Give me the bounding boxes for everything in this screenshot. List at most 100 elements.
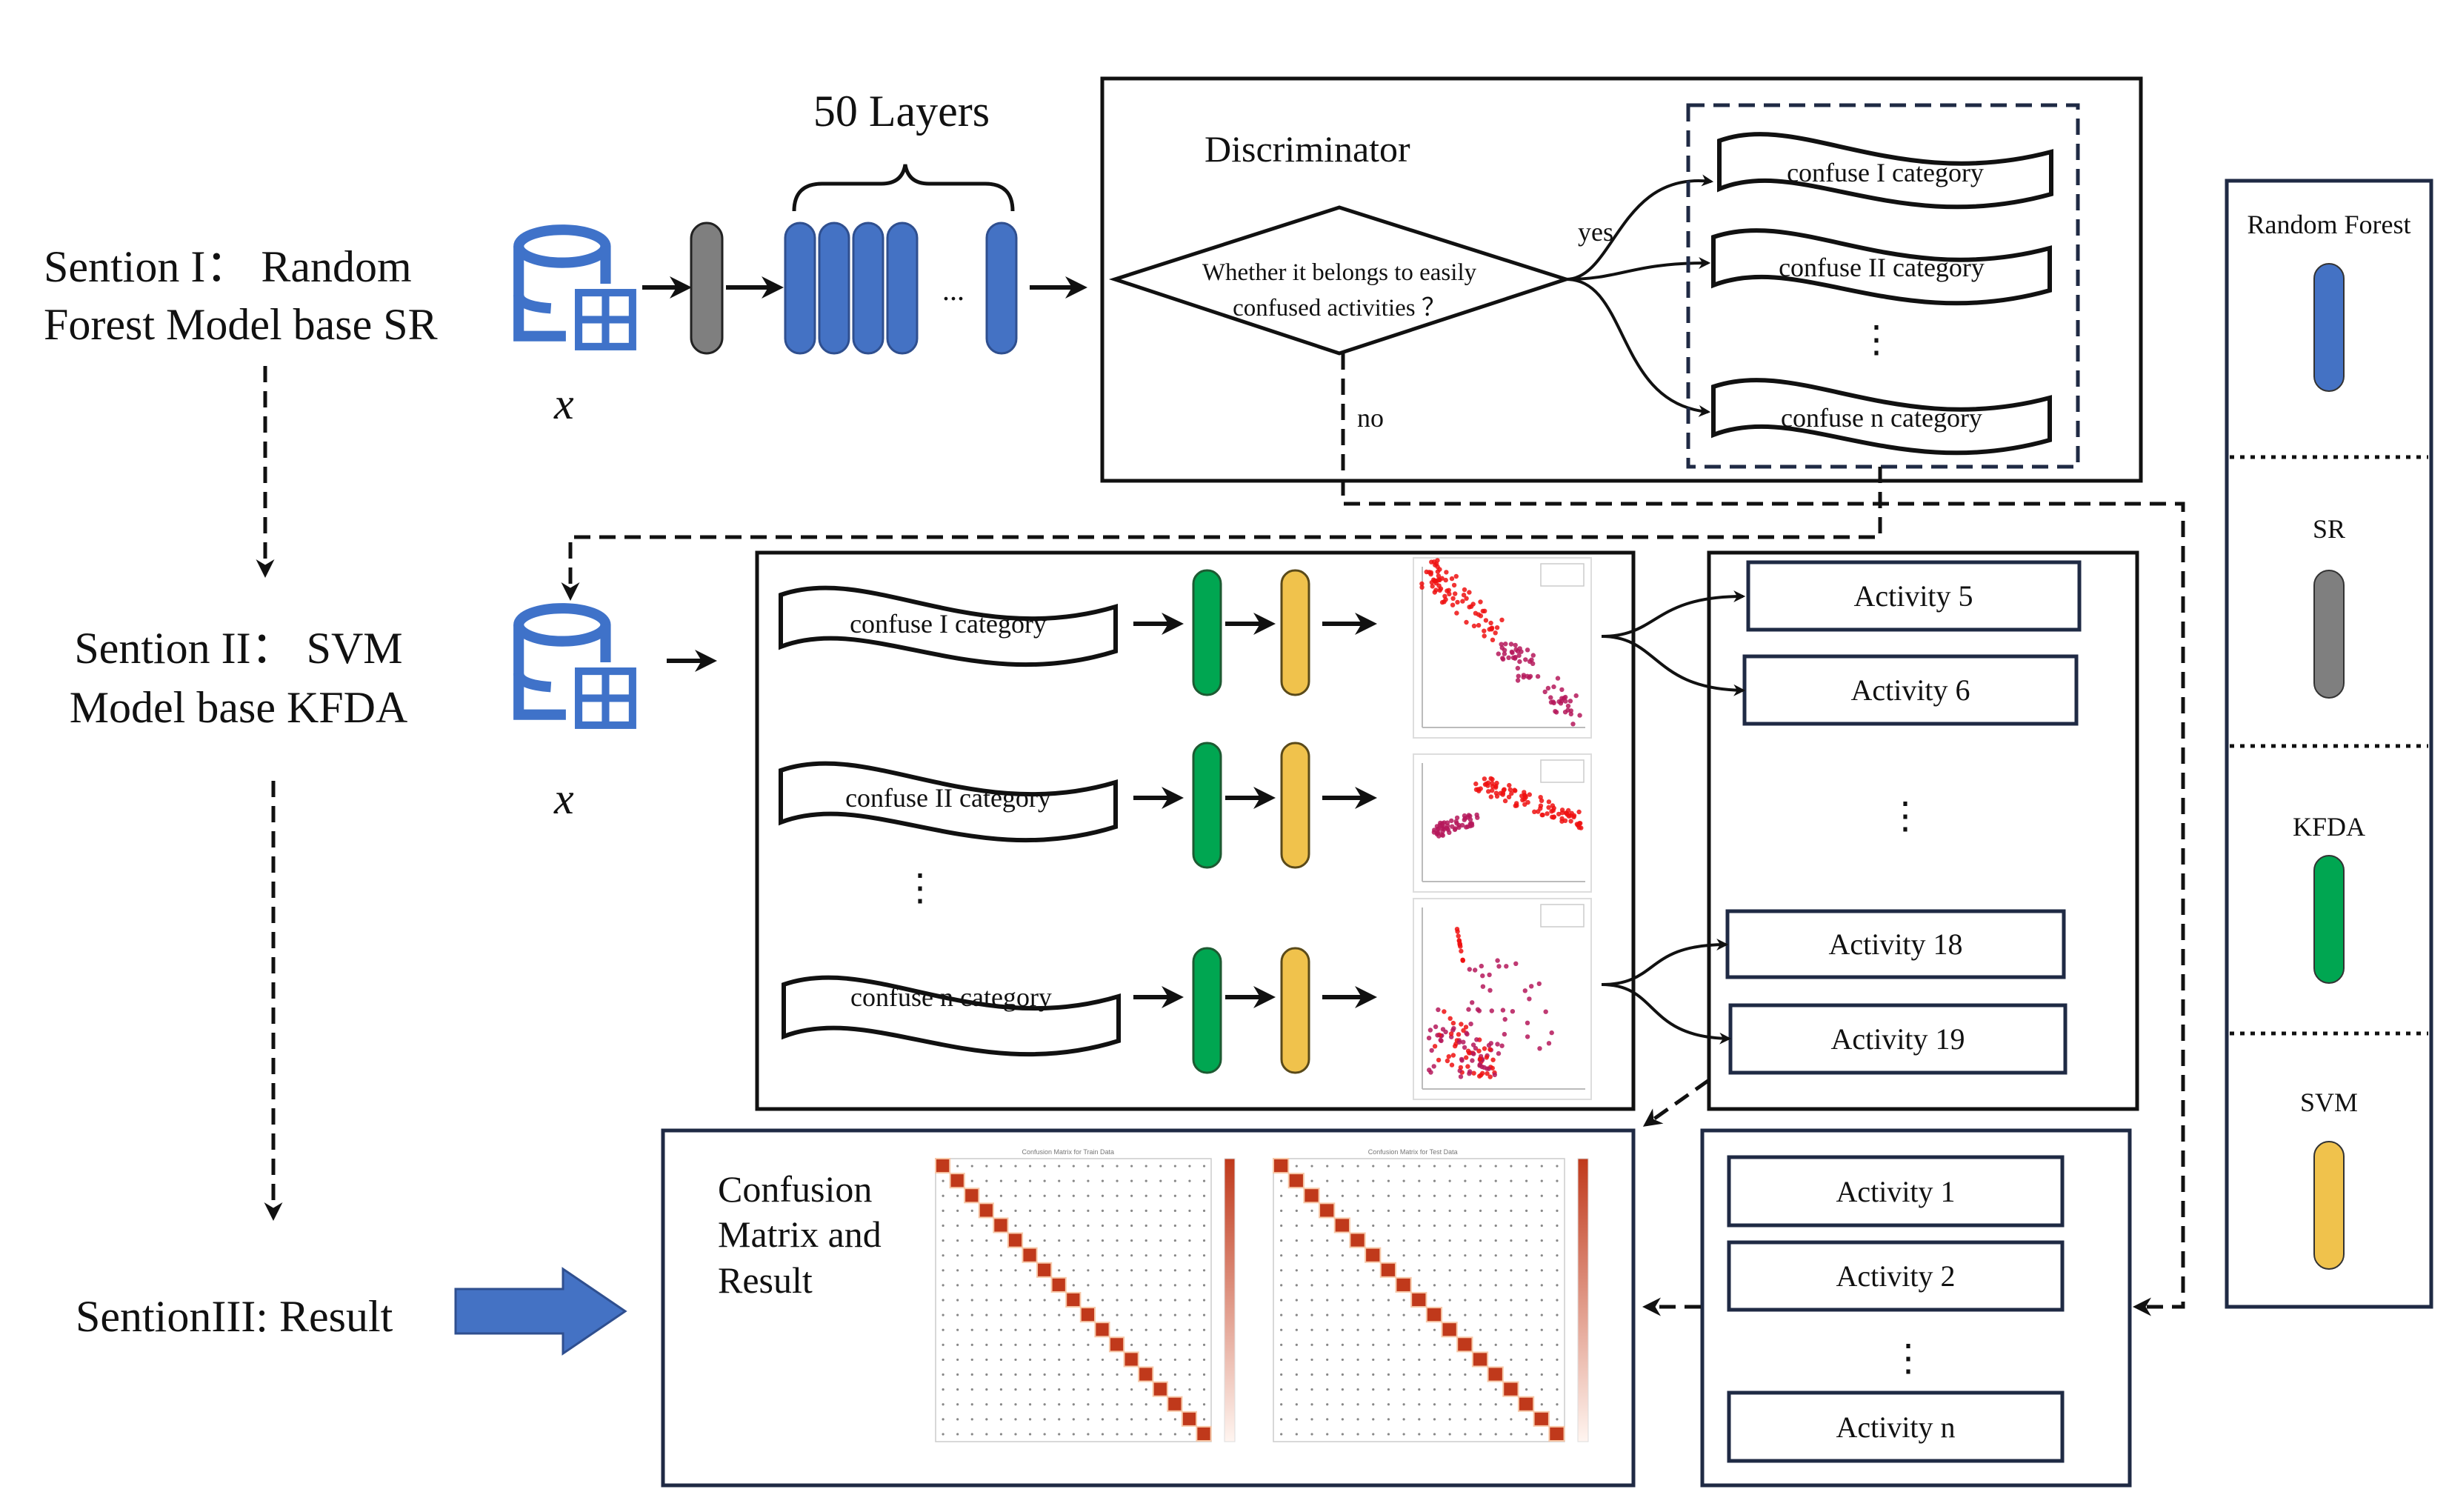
- matrix-cell: [1479, 1388, 1482, 1391]
- rf-layer-pill: [784, 222, 816, 355]
- matrix-cell: [1072, 1373, 1075, 1376]
- scatter-point: [1502, 647, 1507, 653]
- scatter-point: [1525, 1034, 1530, 1039]
- matrix-cell: [1494, 1269, 1497, 1272]
- scatter-point: [1442, 1009, 1447, 1014]
- scatter-point: [1427, 1028, 1433, 1033]
- matrix-cell: [1479, 1165, 1482, 1168]
- matrix-cell: [1101, 1343, 1104, 1346]
- matrix-cell: [1418, 1388, 1421, 1391]
- matrix-cell: [1433, 1254, 1436, 1257]
- matrix-cell: [1494, 1328, 1497, 1331]
- scatter-point: [1496, 1050, 1502, 1056]
- matrix-cell: [1295, 1209, 1298, 1212]
- scatter-point: [1525, 673, 1530, 679]
- scatter-point: [1470, 1058, 1475, 1063]
- matrix-cell: [1144, 1403, 1147, 1406]
- matrix-cell: [1402, 1343, 1405, 1346]
- scatter-point: [1559, 687, 1565, 693]
- matrix-cell: [1130, 1373, 1133, 1376]
- scatter-point: [1428, 571, 1433, 577]
- matrix-cell: [1043, 1284, 1046, 1287]
- matrix-cell: [1144, 1269, 1147, 1272]
- matrix-cell: [1433, 1179, 1436, 1182]
- matrix-cell: [999, 1209, 1003, 1212]
- matrix-cell-diagonal: [1425, 1307, 1443, 1323]
- scatter-point: [1464, 1055, 1469, 1060]
- matrix-cell: [999, 1433, 1003, 1436]
- matrix-cell-diagonal: [1273, 1158, 1290, 1174]
- matrix-cell: [1014, 1388, 1017, 1391]
- scatter-point: [1502, 1016, 1507, 1022]
- matrix-cell: [1159, 1254, 1162, 1257]
- matrix-cell: [1188, 1299, 1191, 1302]
- matrix-cell: [1448, 1358, 1451, 1362]
- matrix-cell: [956, 1194, 959, 1197]
- matrix-cell: [1295, 1328, 1298, 1331]
- matrix-cell: [1479, 1343, 1482, 1346]
- matrix-cell: [1159, 1328, 1162, 1331]
- matrix-cell: [1433, 1269, 1436, 1272]
- matrix-cell: [985, 1269, 988, 1272]
- matrix-cell: [1130, 1284, 1133, 1287]
- matrix-cell: [1130, 1269, 1133, 1272]
- matrix-cell: [1173, 1209, 1176, 1212]
- matrix-cell-diagonal: [949, 1173, 965, 1189]
- scatter-point: [1478, 1073, 1484, 1078]
- scatter-point: [1440, 1027, 1446, 1032]
- scatter-point: [1432, 1044, 1438, 1049]
- scatter-point: [1536, 809, 1541, 814]
- matrix-cell: [1510, 1239, 1513, 1242]
- matrix-cell-diagonal: [993, 1217, 1009, 1233]
- matrix-cell: [1387, 1373, 1390, 1376]
- matrix-cell: [1510, 1403, 1513, 1406]
- scatter-point: [1510, 1009, 1516, 1014]
- matrix-cell: [1402, 1209, 1405, 1212]
- matrix-cell: [1072, 1418, 1075, 1421]
- matrix-cell: [956, 1358, 959, 1362]
- matrix-cell: [1356, 1373, 1359, 1376]
- matrix-cell: [1028, 1328, 1032, 1331]
- scatter-point: [1459, 1022, 1464, 1027]
- matrix-cell: [1159, 1373, 1162, 1376]
- matrix-cell: [1144, 1299, 1147, 1302]
- layers-label: 50 Layers: [813, 87, 990, 136]
- matrix-cell: [1144, 1209, 1147, 1212]
- matrix-cell: [1188, 1209, 1191, 1212]
- scatter-point: [1477, 1056, 1483, 1062]
- scatter-point: [1523, 657, 1528, 662]
- matrix-cell: [1433, 1284, 1436, 1287]
- matrix-cell: [1028, 1194, 1032, 1197]
- scatter-point: [1426, 1036, 1432, 1041]
- svm-pill: [1280, 947, 1310, 1074]
- matrix-cell: [1028, 1388, 1032, 1391]
- matrix-cell: [1479, 1179, 1482, 1182]
- matrix-cell: [1028, 1403, 1032, 1406]
- matrix-cell: [1387, 1299, 1390, 1302]
- scatter-point: [1473, 968, 1478, 973]
- matrix-cell: [1159, 1284, 1162, 1287]
- matrix-cell: [1556, 1209, 1559, 1212]
- matrix-cell: [1510, 1209, 1513, 1212]
- matrix-cell: [1087, 1388, 1090, 1391]
- matrix-cell: [1043, 1194, 1046, 1197]
- matrix-cell: [956, 1209, 959, 1212]
- scatter-point: [1456, 933, 1461, 939]
- matrix-cell: [1387, 1358, 1390, 1362]
- matrix-cell: [1159, 1358, 1162, 1362]
- scatter-point: [1468, 604, 1474, 609]
- scatter-point: [1546, 799, 1552, 805]
- scatter-point: [1551, 815, 1556, 820]
- matrix-cell: [1087, 1433, 1090, 1436]
- scatter-point: [1436, 1007, 1441, 1013]
- scatter-point: [1462, 1045, 1467, 1050]
- scatter-point: [1474, 1037, 1479, 1042]
- matrix-cell: [1356, 1358, 1359, 1362]
- scatter-point: [1513, 642, 1518, 648]
- matrix-cell: [1556, 1254, 1559, 1257]
- matrix-cell: [1280, 1313, 1283, 1316]
- matrix-cell: [1418, 1433, 1421, 1436]
- matrix-cell: [1072, 1313, 1075, 1316]
- matrix-cell: [999, 1313, 1003, 1316]
- matrix-cell: [1556, 1165, 1559, 1168]
